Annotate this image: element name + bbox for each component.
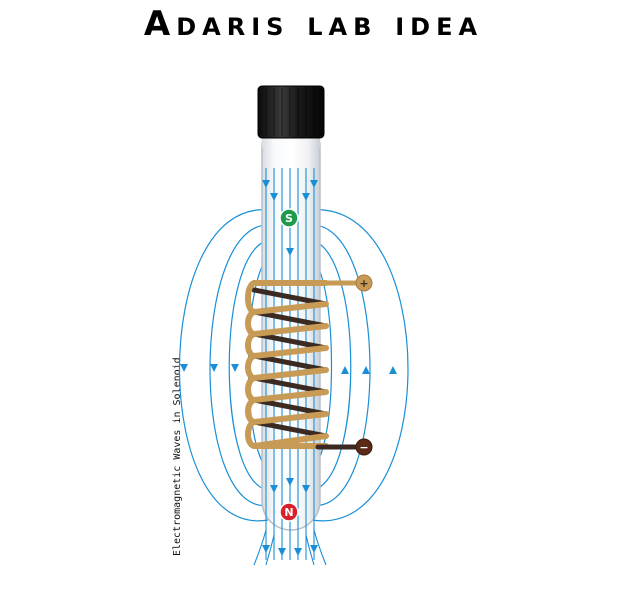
north-pole-marker (279, 502, 299, 522)
tube-cap (257, 85, 325, 139)
field-lines-bottom (253, 529, 327, 566)
coil-back (251, 287, 329, 439)
positive-terminal (355, 274, 373, 292)
negative-terminal-label: − (359, 441, 368, 454)
field-lines-right (305, 209, 409, 522)
coil-front (251, 280, 329, 449)
page-title: Adaris lab idea (143, 4, 484, 44)
south-pole-marker (279, 208, 299, 228)
south-pole-label: S (285, 212, 293, 225)
field-lines-left (179, 209, 275, 522)
north-pole-label: N (284, 506, 293, 519)
inner-arrows (262, 180, 318, 556)
coil-loops (245, 280, 257, 449)
negative-terminal (355, 438, 373, 456)
positive-terminal-label: + (359, 277, 368, 290)
field-arrows (180, 364, 397, 374)
field-lines-inner (265, 168, 315, 560)
